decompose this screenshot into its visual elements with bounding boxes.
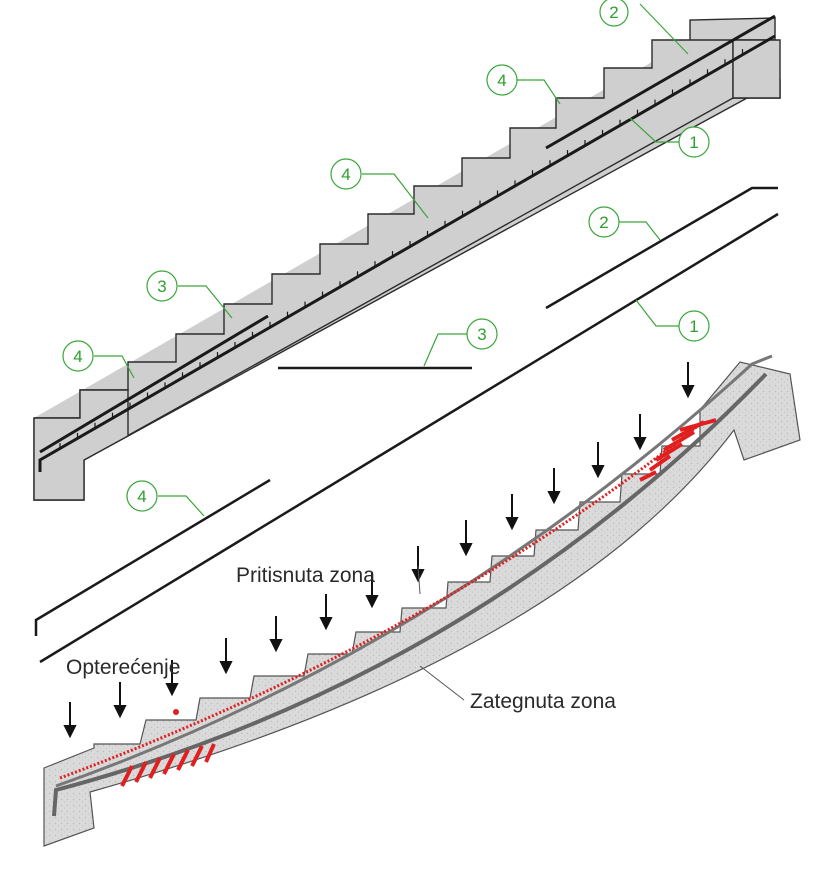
callout-1-a: 1 bbox=[629, 117, 710, 158]
compression-zone-label: Pritisnuta zona bbox=[236, 564, 375, 587]
callout-4-a: 2 bbox=[599, 0, 689, 55]
stair-soffit bbox=[83, 97, 734, 461]
load-arrows bbox=[63, 362, 695, 739]
svg-text:4: 4 bbox=[497, 71, 506, 90]
load-arrow-head bbox=[269, 639, 283, 653]
rebar-main-bottom bbox=[38, 34, 776, 472]
compression-zone-leader bbox=[417, 565, 421, 595]
bar-3 bbox=[34, 478, 271, 636]
load-arrow-head bbox=[505, 517, 519, 531]
load-arrow-head bbox=[113, 705, 127, 719]
svg-text:2: 2 bbox=[599, 213, 608, 232]
callout-4-d: 4 bbox=[62, 340, 135, 379]
deflected-rebar-bottom bbox=[52, 372, 768, 817]
svg-text:4: 4 bbox=[341, 165, 350, 184]
load-arrow-head bbox=[633, 437, 647, 451]
callout-1-b: 1 bbox=[635, 299, 710, 342]
load-arrow-head bbox=[319, 617, 333, 631]
upper-landing bbox=[732, 39, 781, 99]
svg-text:3: 3 bbox=[157, 277, 166, 296]
callout-2-b: 2 bbox=[588, 206, 661, 241]
tension-zone-leader bbox=[419, 665, 465, 701]
callout-4-e: 3 bbox=[423, 318, 498, 367]
tension-marker bbox=[173, 709, 179, 715]
callout-3-a: 3 bbox=[146, 270, 233, 319]
load-arrow-head bbox=[459, 543, 473, 557]
callout-4-c: 4 bbox=[330, 158, 429, 219]
load-arrow-head bbox=[165, 683, 179, 697]
bar-2 bbox=[545, 186, 778, 310]
load-arrow-head bbox=[681, 385, 695, 399]
load-arrow-head bbox=[219, 661, 233, 675]
load-arrow-head bbox=[63, 725, 77, 739]
tension-zone-hatch-lower bbox=[120, 743, 216, 787]
svg-text:4: 4 bbox=[137, 487, 146, 506]
rebar-upper bbox=[545, 14, 776, 150]
lower-landing bbox=[33, 389, 129, 501]
distribution-bar-ticks bbox=[59, 49, 744, 448]
load-arrow-head bbox=[591, 465, 605, 479]
bar-1 bbox=[39, 212, 779, 664]
svg-text:3: 3 bbox=[477, 325, 486, 344]
callout-3-b: 4 bbox=[126, 480, 205, 517]
compression-zone-hatch-upper bbox=[639, 418, 717, 482]
tension-zone-label: Zategnuta zona bbox=[470, 690, 616, 713]
deflected-stair: Pritisnuta zona Zategnuta zona Opterećen… bbox=[43, 354, 801, 847]
svg-text:1: 1 bbox=[689, 317, 698, 336]
stair-concrete-body bbox=[33, 17, 781, 501]
bar-schedule: 2 1 3 4 bbox=[34, 186, 779, 664]
stair-section-top: 2 4 1 4 3 4 bbox=[33, 0, 781, 501]
svg-text:2: 2 bbox=[609, 3, 618, 22]
load-arrow-head bbox=[365, 595, 379, 609]
callout-4-b: 4 bbox=[486, 64, 561, 105]
load-label: Opterećenje bbox=[66, 656, 180, 679]
svg-text:1: 1 bbox=[689, 133, 698, 152]
load-arrow-head bbox=[547, 491, 561, 505]
rebar-lower bbox=[39, 314, 269, 454]
svg-text:4: 4 bbox=[73, 347, 82, 366]
